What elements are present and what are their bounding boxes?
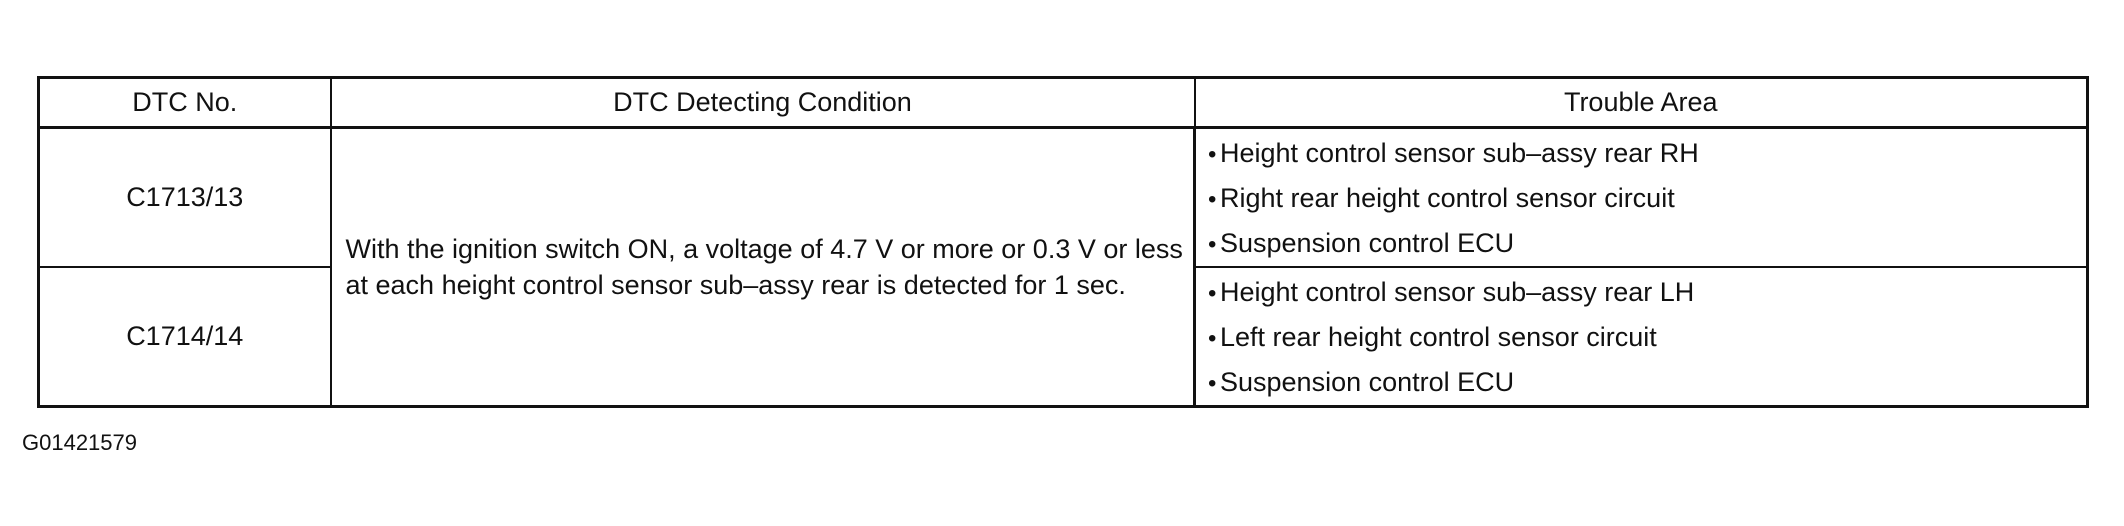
trouble-area-text: Suspension control ECU xyxy=(1220,228,1515,258)
list-item: •Height control sensor sub–assy rear RH xyxy=(1208,131,2086,176)
trouble-area-text: Right rear height control sensor circuit xyxy=(1220,183,1675,213)
bullet-icon: • xyxy=(1208,370,1217,397)
list-item: •Suspension control ECU xyxy=(1208,221,2086,266)
list-item: •Suspension control ECU xyxy=(1208,360,2086,405)
trouble-area-text: Height control sensor sub–assy rear LH xyxy=(1220,277,1695,307)
bullet-icon: • xyxy=(1208,325,1217,352)
trouble-area-text: Height control sensor sub–assy rear RH xyxy=(1220,138,1699,168)
list-item: •Height control sensor sub–assy rear LH xyxy=(1208,270,2086,315)
dtc-code-cell: C1713/13 xyxy=(37,126,332,268)
trouble-area-list: •Height control sensor sub–assy rear LH … xyxy=(1208,270,2086,405)
trouble-area-text: Suspension control ECU xyxy=(1220,367,1515,397)
bullet-icon: • xyxy=(1208,186,1217,213)
dtc-table: DTC No. DTC Detecting Condition Trouble … xyxy=(37,76,2089,408)
dtc-code-cell: C1714/14 xyxy=(37,266,332,408)
table-row: C1713/13 With the ignition switch ON, a … xyxy=(37,126,2089,408)
header-detecting-condition: DTC Detecting Condition xyxy=(329,76,1196,129)
trouble-area-cell: •Height control sensor sub–assy rear LH … xyxy=(1193,266,2089,408)
list-item: •Right rear height control sensor circui… xyxy=(1208,176,2086,221)
trouble-area-list: •Height control sensor sub–assy rear RH … xyxy=(1208,131,2086,266)
bullet-icon: • xyxy=(1208,231,1217,258)
table-header-row: DTC No. DTC Detecting Condition Trouble … xyxy=(37,76,2089,129)
list-item: •Left rear height control sensor circuit xyxy=(1208,315,2086,360)
figure-code: G01421579 xyxy=(22,430,137,455)
trouble-area-cell: •Height control sensor sub–assy rear RH … xyxy=(1193,126,2089,268)
bullet-icon: • xyxy=(1208,141,1217,168)
bullet-icon: • xyxy=(1208,280,1217,307)
detecting-condition-cell: With the ignition switch ON, a voltage o… xyxy=(329,126,1196,408)
header-dtc-no: DTC No. xyxy=(37,76,332,129)
table-row: C1714/14 •Height control sensor sub–assy… xyxy=(37,266,2089,408)
header-trouble-area: Trouble Area xyxy=(1193,76,2089,129)
trouble-area-text: Left rear height control sensor circuit xyxy=(1220,322,1657,352)
